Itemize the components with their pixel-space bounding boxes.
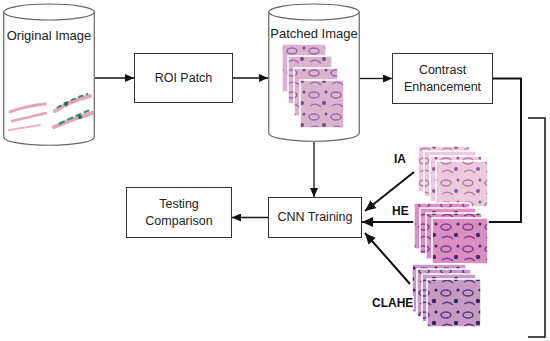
cylinder-label: Patched Image — [270, 26, 357, 42]
tissue-strip — [54, 113, 92, 127]
flow-connector — [313, 142, 314, 197]
annotation-mark — [59, 110, 90, 124]
cylinder-label: Original Image — [7, 28, 92, 44]
stack-label: IA — [393, 152, 407, 166]
tissue-slide — [9, 94, 92, 130]
cylinder-outline — [4, 4, 95, 145]
tissue-strip — [12, 113, 46, 121]
flow-connector — [232, 217, 268, 218]
tissue-strip — [55, 96, 90, 111]
box-label: CNN Training — [277, 209, 352, 225]
patch-tile — [427, 279, 481, 327]
annotation-mark — [78, 115, 82, 119]
process-box: ROI Patch — [134, 53, 233, 103]
stack-label: HE — [391, 204, 410, 218]
tissue-strip — [10, 104, 45, 112]
patch-tile — [300, 80, 344, 128]
cylinder-outline — [3, 4, 95, 146]
patch-tile — [432, 218, 488, 264]
flow-connector — [95, 77, 134, 78]
flow-connector — [233, 77, 268, 78]
annotation-mark — [57, 94, 88, 108]
flow-arrow — [365, 233, 410, 284]
patch-stack — [412, 264, 481, 327]
process-box: Contrast Enhancement — [392, 53, 493, 104]
box-label: Contrast Enhancement — [401, 62, 484, 95]
flow-connector — [360, 78, 392, 79]
patch-stack — [282, 44, 344, 128]
box-label: ROI Patch — [155, 70, 213, 86]
tissue-strip — [9, 125, 40, 130]
group-bracket — [528, 118, 545, 337]
annotation-mark — [64, 102, 68, 106]
patch-tile — [436, 161, 488, 207]
stack-label: CLAHE — [371, 296, 414, 310]
patch-stack — [418, 146, 488, 207]
database-cylinder: Patched Image — [268, 4, 360, 142]
cylinder-outline — [269, 4, 360, 141]
patch-stack — [414, 203, 488, 264]
process-box: CNN Training — [268, 197, 362, 238]
database-cylinder: Original Image — [3, 4, 95, 146]
cylinder-outline — [268, 4, 360, 142]
box-label: Testing Comparison — [135, 196, 223, 229]
process-box: Testing Comparison — [126, 187, 232, 238]
